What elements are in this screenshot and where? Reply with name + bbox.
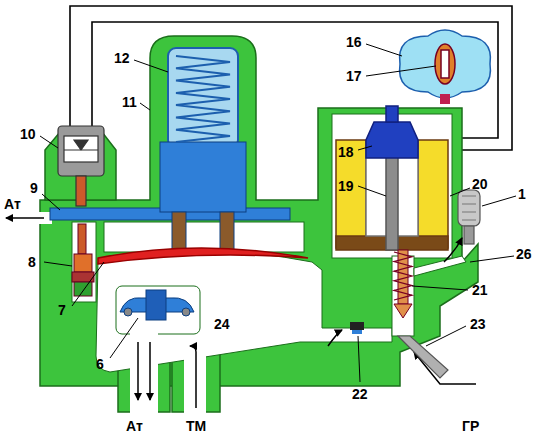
flow-arrow xyxy=(190,346,196,408)
callout-number: 11 xyxy=(122,94,137,110)
leader-line xyxy=(40,136,58,148)
leader-line xyxy=(44,262,72,266)
air-cavity xyxy=(130,330,158,414)
solenoid xyxy=(366,122,418,158)
pipe-23 xyxy=(398,336,448,378)
air-cavity xyxy=(116,286,200,334)
valve-seat-22 xyxy=(350,322,364,330)
flow-arrow xyxy=(149,342,151,400)
valve-10 xyxy=(76,176,86,206)
solenoid xyxy=(386,106,398,122)
stem-9 xyxy=(220,212,234,252)
valve-6 xyxy=(124,308,132,316)
leader-line xyxy=(482,196,516,206)
cap-16 xyxy=(441,50,449,78)
fitting-1 xyxy=(458,190,480,244)
air-cavity xyxy=(332,114,452,258)
cap-16 xyxy=(400,30,491,98)
fitting-1 xyxy=(458,190,480,226)
air-cavity xyxy=(414,256,466,276)
stem-21 xyxy=(394,250,412,318)
flow-arrow xyxy=(328,330,342,346)
air-cavity xyxy=(184,338,206,414)
solenoid xyxy=(336,140,366,248)
port-label: ГР xyxy=(462,418,479,434)
leader-line xyxy=(366,44,402,56)
port-label: ТМ xyxy=(186,418,206,434)
flow-arrow xyxy=(137,342,139,400)
flow-arrow xyxy=(6,218,476,408)
leader-line xyxy=(450,188,470,196)
leader-line xyxy=(40,44,516,382)
leader-line xyxy=(72,262,104,306)
spring-12 xyxy=(176,56,230,142)
callout-number: 1 xyxy=(518,186,526,202)
solenoid xyxy=(418,140,448,248)
valve-10 xyxy=(64,140,98,150)
callout-number: 8 xyxy=(28,254,36,270)
fitting-1 xyxy=(462,196,476,220)
leader-line xyxy=(366,66,436,76)
valve-10 xyxy=(58,126,104,206)
leader-line xyxy=(412,286,468,290)
callout-number: 12 xyxy=(114,50,130,66)
stem-9 xyxy=(168,48,238,148)
cap-16 xyxy=(400,30,491,104)
leader-line xyxy=(426,326,466,346)
stem-9 xyxy=(160,142,246,212)
valve-10 xyxy=(58,126,104,176)
leader-line xyxy=(140,103,150,110)
port-label: Ат xyxy=(4,196,21,212)
callout-number: 6 xyxy=(96,356,104,372)
leader-line xyxy=(42,194,60,210)
diaphragm-7 xyxy=(98,248,308,264)
spring-21 xyxy=(394,252,412,300)
stem-9 xyxy=(50,48,290,252)
callout-number: 16 xyxy=(346,34,362,50)
stem-21 xyxy=(394,304,412,318)
valve-10 xyxy=(64,136,98,162)
valve-seat-22 xyxy=(350,322,364,334)
leader-line xyxy=(110,318,138,358)
valve-6 xyxy=(146,290,166,320)
valve-8 xyxy=(74,282,92,296)
valve-6 xyxy=(182,308,190,316)
callout-number: 24 xyxy=(214,316,230,332)
stem-9 xyxy=(172,212,186,252)
callout-number: 20 xyxy=(472,176,488,192)
cap-16 xyxy=(435,44,455,84)
valve-housing xyxy=(40,36,478,412)
callout-number: 7 xyxy=(58,302,66,318)
solenoid xyxy=(386,150,398,250)
callout-number: 10 xyxy=(20,126,36,142)
flow-arrow xyxy=(6,217,44,219)
cap-16 xyxy=(440,94,450,104)
valve-8 xyxy=(78,224,86,254)
callout-number: 23 xyxy=(470,316,486,332)
callout-number: 9 xyxy=(30,180,38,196)
leader-line xyxy=(358,146,372,150)
callout-number: 18 xyxy=(338,144,354,160)
port-label: Ат xyxy=(126,418,143,434)
leader-line xyxy=(134,60,168,72)
valve-8 xyxy=(72,224,94,296)
valve-8 xyxy=(74,254,92,272)
callout-number: 19 xyxy=(338,178,354,194)
leader-line xyxy=(470,256,514,262)
pipe-23 xyxy=(398,336,448,378)
leader-line xyxy=(358,186,386,196)
callout-number: 21 xyxy=(472,282,488,298)
valve-seat-22 xyxy=(352,330,362,334)
leader-line xyxy=(358,336,360,382)
fitting-1 xyxy=(464,226,474,244)
air-cavity xyxy=(12,114,466,414)
solenoid xyxy=(336,106,448,250)
callout-number: 17 xyxy=(346,68,362,84)
valve-6 xyxy=(120,290,194,320)
callout-number: 22 xyxy=(352,386,368,402)
callout-number: 26 xyxy=(516,246,532,262)
